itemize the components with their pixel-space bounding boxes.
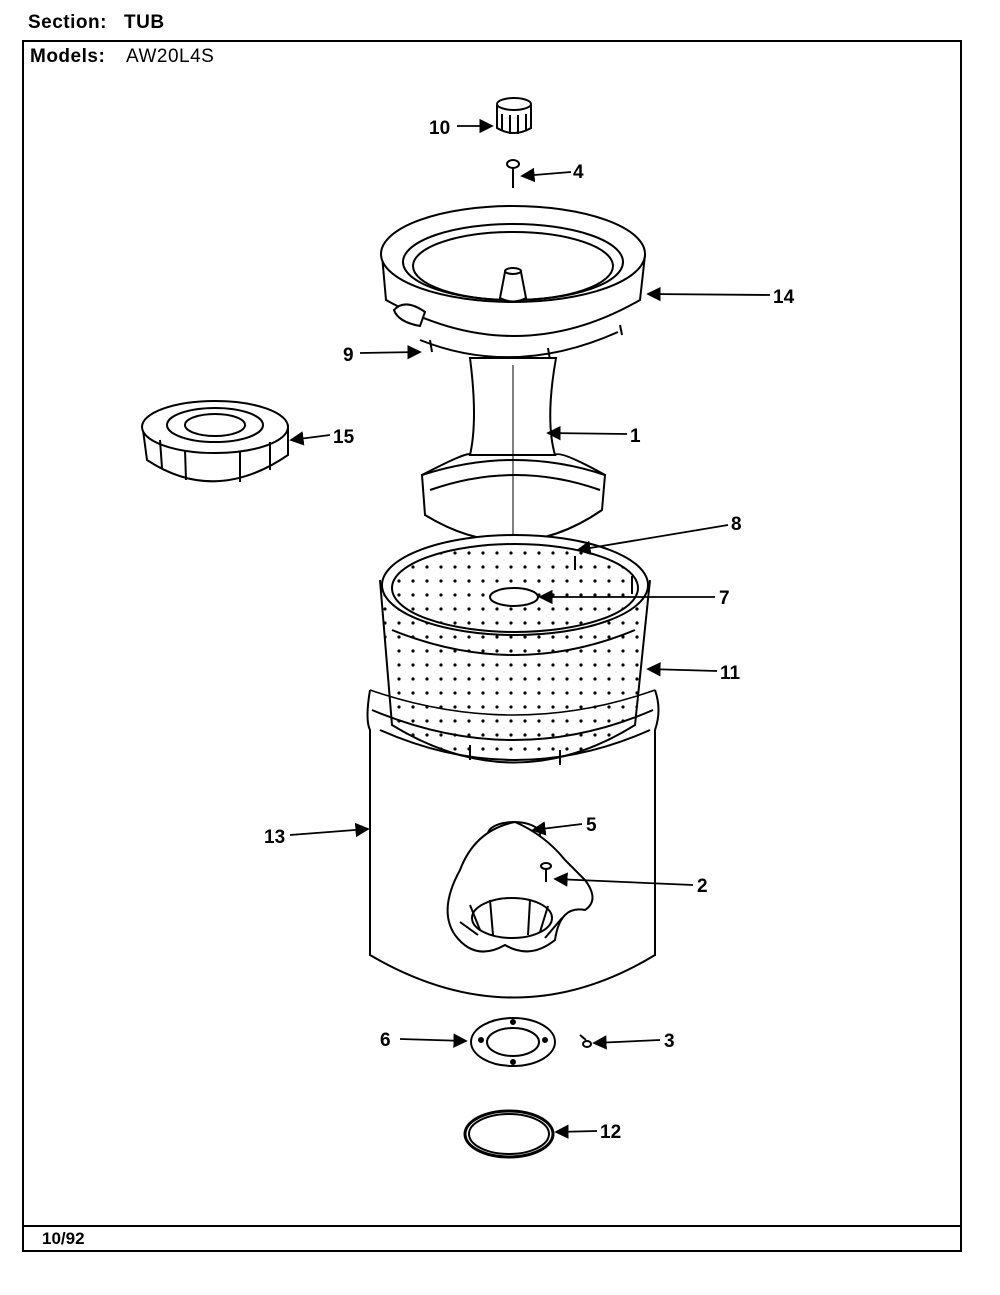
part-6-ring-gasket — [470, 1017, 556, 1067]
callout-10: 10 — [429, 118, 450, 139]
part-11-spin-basket — [379, 534, 651, 764]
footer-divider — [22, 1225, 962, 1227]
part-4-bolt — [506, 159, 520, 188]
section-value: TUB — [124, 12, 165, 33]
callout-12: 12 — [600, 1122, 621, 1143]
diagram-frame — [22, 40, 962, 1252]
models-value: AW20L4S — [126, 46, 215, 67]
section-label: Section: — [28, 12, 107, 33]
models-header: Models: AW20L4S — [30, 46, 214, 68]
callout-4: 4 — [573, 162, 584, 183]
callout-1: 1 — [630, 426, 641, 447]
part-14-balance-ring — [380, 205, 646, 361]
part-15-dispenser — [141, 400, 289, 483]
callout-7: 7 — [719, 588, 730, 609]
part-3-screw — [579, 1034, 592, 1048]
callout-13: 13 — [264, 827, 285, 848]
part-10-cap — [496, 97, 532, 134]
callout-2: 2 — [697, 876, 708, 897]
section-header: Section: TUB — [28, 12, 165, 34]
callout-6: 6 — [380, 1030, 391, 1051]
callout-8: 8 — [731, 514, 742, 535]
callout-11: 11 — [720, 663, 741, 684]
part-12-band — [463, 1109, 555, 1159]
callout-9: 9 — [343, 345, 354, 366]
callout-3: 3 — [664, 1031, 675, 1052]
callout-5: 5 — [586, 815, 597, 836]
part-13-outer-tub — [366, 689, 660, 999]
revision-date: 10/92 — [42, 1229, 85, 1248]
callout-15: 15 — [333, 427, 355, 448]
callout-14: 14 — [773, 287, 795, 308]
models-label: Models: — [30, 46, 106, 67]
part-1-agitator-shaft — [420, 357, 607, 545]
leader-lines — [289, 118, 771, 1139]
